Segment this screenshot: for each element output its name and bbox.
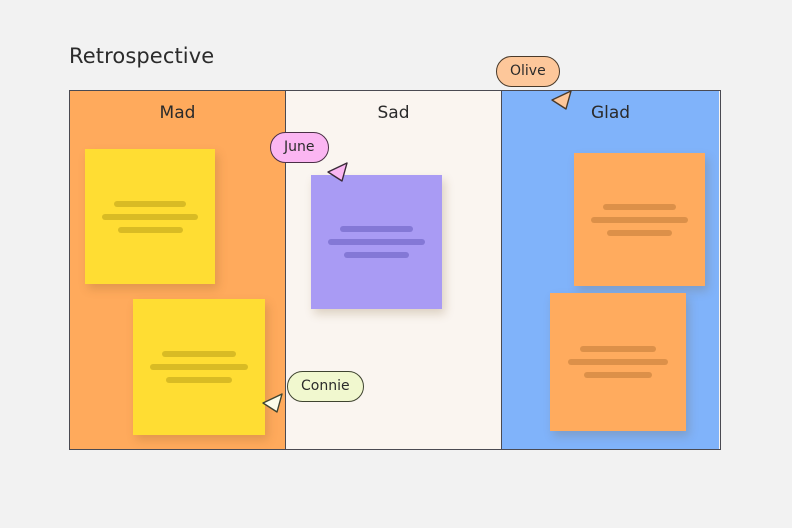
note-text-line [606, 229, 673, 236]
note-text-line [339, 226, 414, 232]
board-column-glad[interactable]: Glad [502, 91, 719, 449]
retrospective-board[interactable]: Mad Sad Glad [69, 90, 721, 450]
sticky-note[interactable] [311, 175, 442, 309]
note-text-line [166, 377, 232, 383]
note-text-line [117, 226, 183, 233]
board-column-mad[interactable]: Mad [70, 91, 286, 449]
note-text-line [343, 252, 410, 258]
note-text-line [162, 351, 236, 357]
sticky-note[interactable] [85, 149, 215, 284]
sticky-note[interactable] [574, 153, 705, 286]
note-text-line [591, 216, 688, 223]
note-text-line [579, 346, 657, 352]
cursor-arrow-icon [550, 88, 574, 112]
note-text-line [113, 200, 187, 207]
column-title-glad: Glad [590, 103, 631, 123]
cursor-arrow-icon [326, 160, 350, 184]
note-text-line [101, 213, 199, 220]
note-text-line [567, 359, 669, 365]
column-title-sad: Sad [377, 103, 410, 123]
sticky-note[interactable] [550, 293, 686, 431]
note-text-line [602, 203, 677, 210]
note-text-line [150, 364, 248, 370]
note-text-line [328, 239, 425, 245]
cursor-name-label: Connie [287, 371, 364, 402]
note-text-line [584, 372, 652, 378]
cursor-name-label: June [270, 132, 329, 163]
sticky-note[interactable] [133, 299, 265, 435]
column-title-mad: Mad [159, 103, 196, 123]
page-title: Retrospective [69, 44, 215, 68]
cursor-name-label: Olive [496, 56, 560, 87]
cursor-arrow-icon [261, 391, 285, 415]
